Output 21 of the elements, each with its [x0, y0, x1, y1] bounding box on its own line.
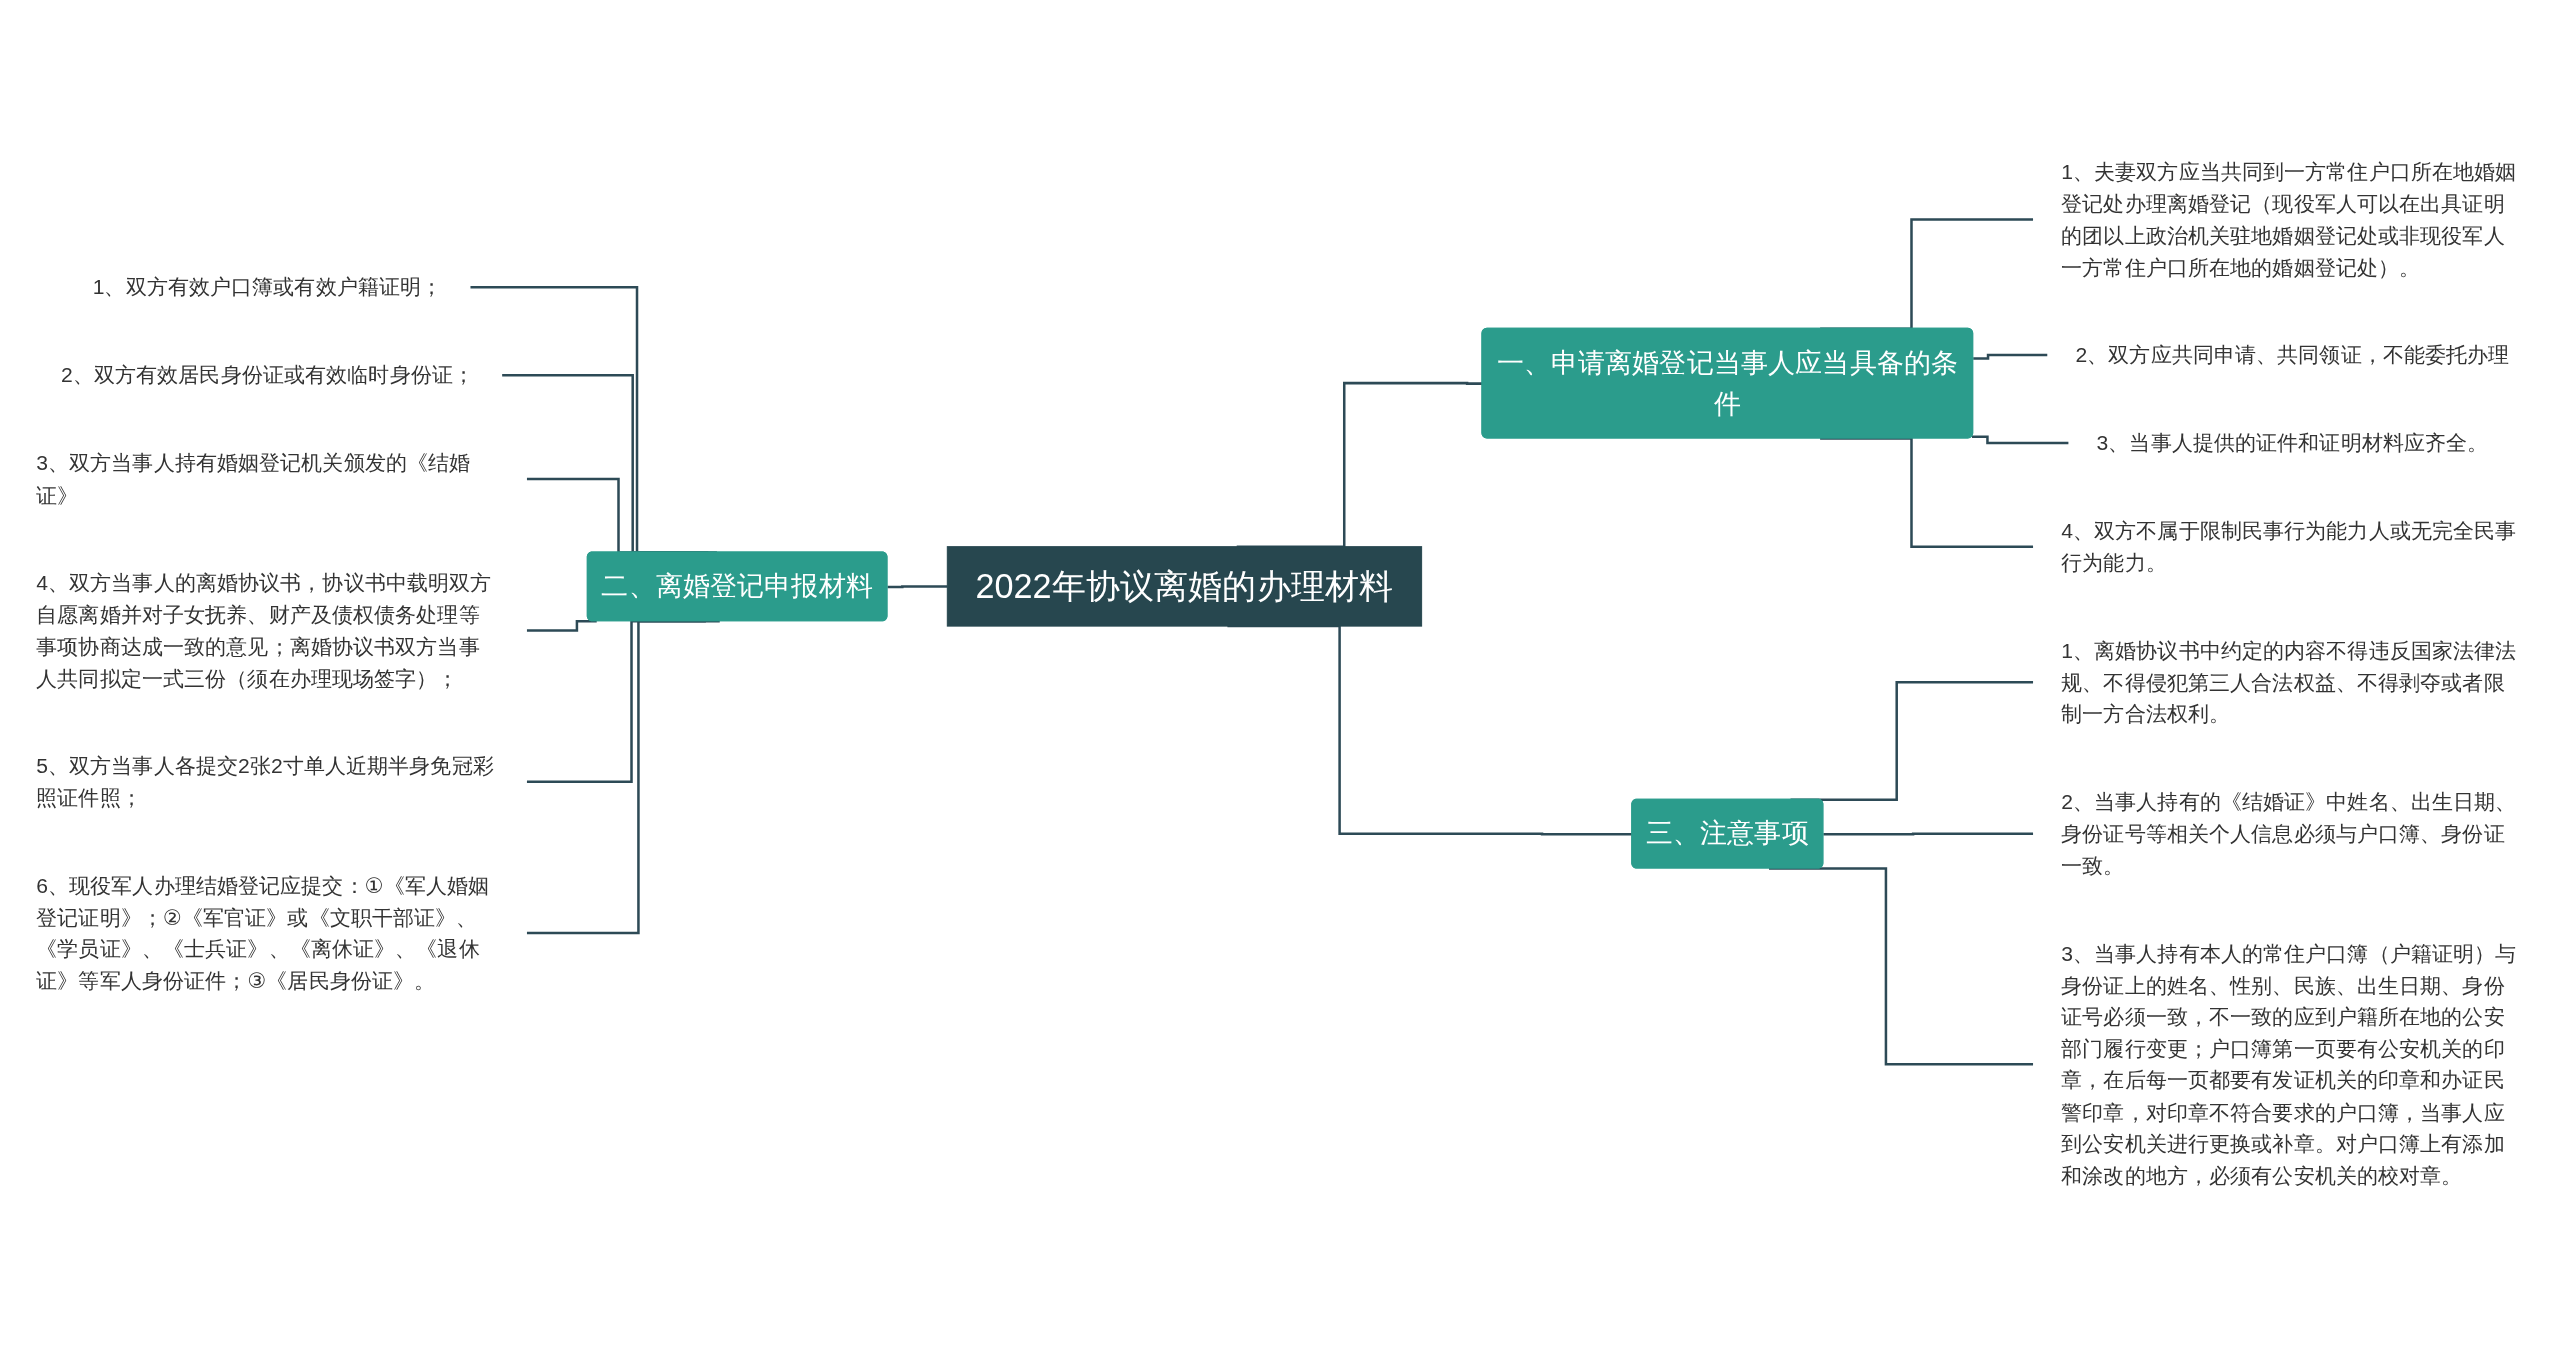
node-text: 5、双方当事人各提交2张2寸单人近期半身免冠彩照证件照；: [36, 754, 494, 809]
node-text: 2、双方应共同申请、共同领证，不能委托办理: [2075, 343, 2510, 367]
node-text: 4、双方当事人的离婚协议书，协议书中载明双方自愿离婚并对子女抚养、财产及债权债务处理等事项协商达成一致的意见；离婚协议书双方当事人共同拟定一式三份（须在办理现场签字）；: [36, 571, 492, 690]
node-text: 2、双方有效居民身份证或有效临时身份证；: [61, 363, 474, 387]
node-box: 2022年协议离婚的办理材料: [946, 546, 1423, 627]
connector: [1820, 437, 2034, 549]
node-text: 3、当事人提供的证件和证明材料应齐全。: [2096, 431, 2489, 455]
node-text: 3、当事人持有本人的常住户口簿（户籍证明）与身份证上的姓名、性别、民族、出生日期、身份证号必须一致，不一致的应到户籍所在地的公安部门履行变更；户口簿第一页要有公安机关的印章，在后每一页都要有发证机关的印章和办证民警印章，对印章不符合要求的户口簿，当事人应到公安机关进行更换或补章。对户口簿上有添加和涂改的地方，必须有公安机关的校对章。: [2061, 941, 2517, 1187]
connector: [526, 620, 720, 935]
node-text: 1、双方有效户口簿或有效户籍证明；: [92, 275, 443, 299]
node-text: 1、离婚协议书中约定的内容不得违反国家法律法规、不得侵犯第三人合法权益、不得剥夺或者限制一方合法权利。: [2061, 638, 2517, 726]
connector: [1972, 435, 2069, 445]
connector: [1973, 353, 2048, 360]
connector: [526, 620, 597, 632]
node-text: 6、现役军人办理结婚登记应提交：①《军人婚姻登记证明》；②《军官证》或《文职干部证》、《学员证》、《士兵证》、《离休证》、《退休证》等军人身份证件；③《居民身份证》。: [36, 873, 490, 992]
connector: [887, 585, 948, 589]
node-text: 3、双方当事人持有婚姻登记机关颁发的《结婚证》: [36, 451, 471, 507]
node-text: 2、当事人持有的《结婚证》中姓名、出生日期、身份证号等相关个人信息必须与户口簿、身份证一致。: [2061, 790, 2517, 877]
node-text: 1、夫妻双方应当共同到一方常住户口所在地婚姻登记处办理离婚登记（现役军人可以在出具证明的团以上政治机关驻地婚姻登记处或非现役军人一方常住户口所在地的婚姻登记处）。: [2061, 160, 2517, 279]
connector: [1823, 832, 2034, 836]
node-text: 4、双方不属于限制民事行为能力人或无完全民事行为能力。: [2061, 519, 2517, 574]
